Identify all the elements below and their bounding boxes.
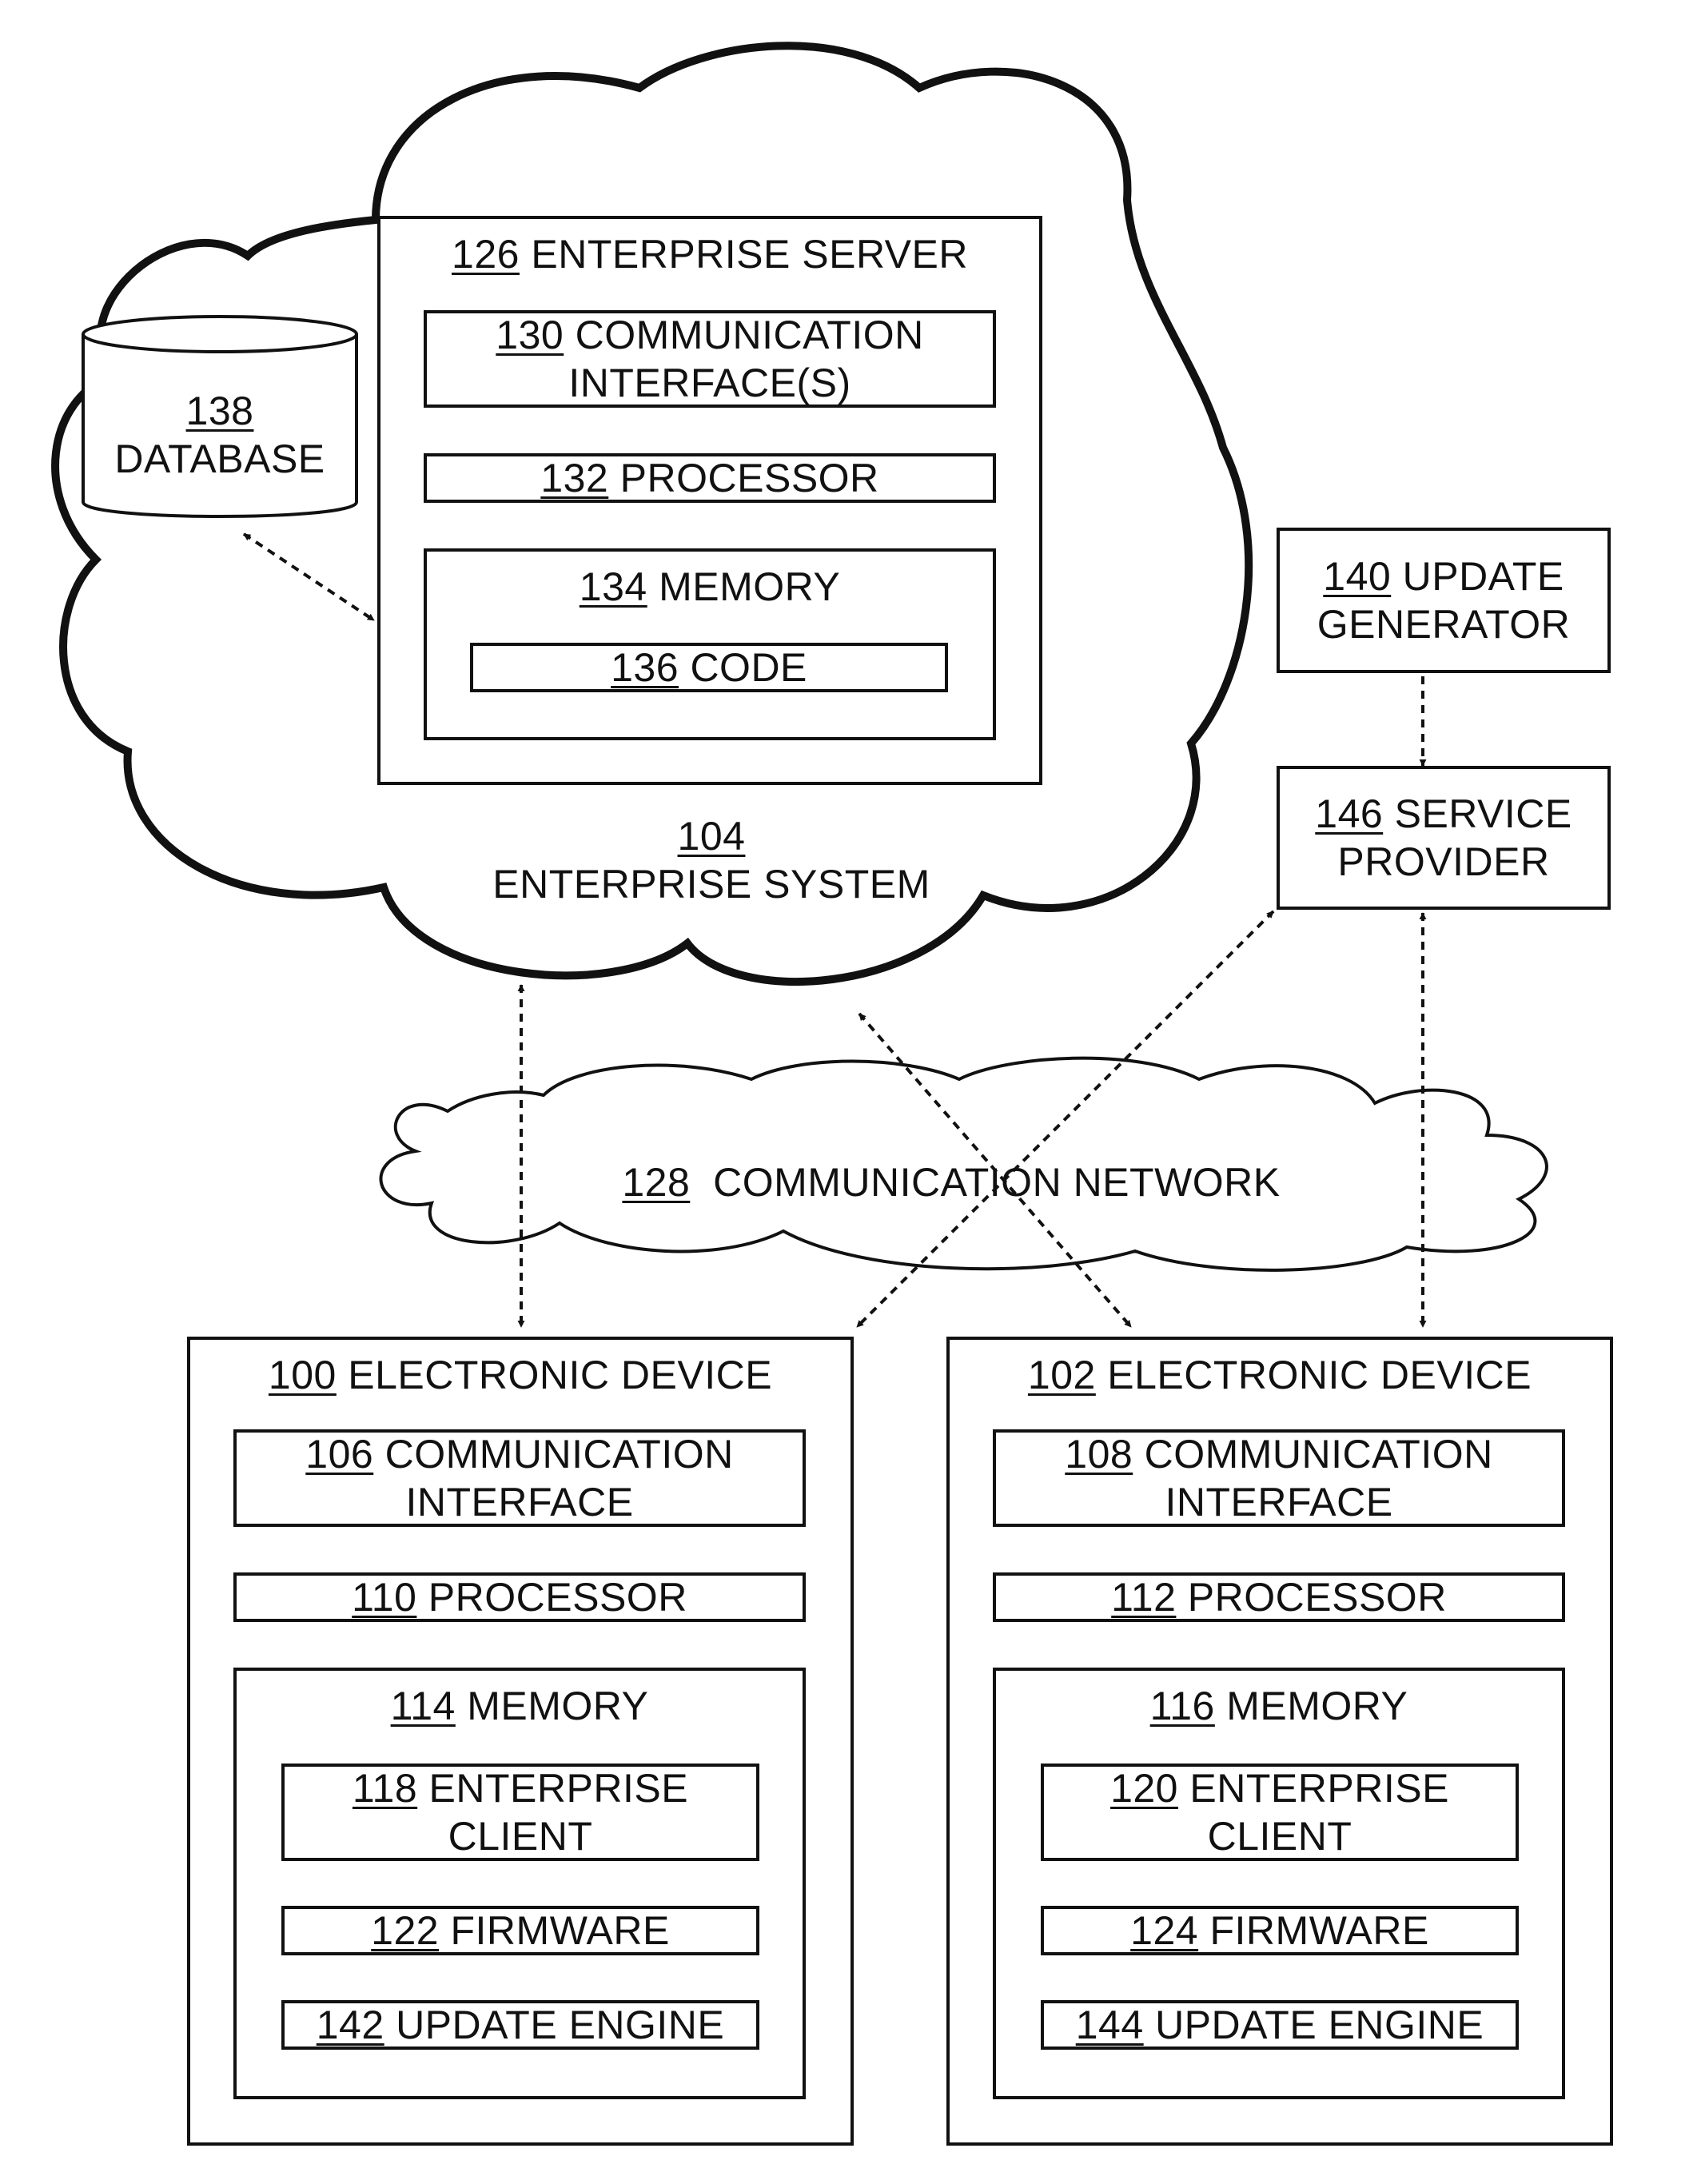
device-100-memory-title: 114 MEMORY	[237, 1682, 803, 1730]
arrow-database-server	[244, 534, 374, 620]
device-100-firmware-box: 122 FIRMWARE	[281, 1906, 759, 1955]
database-label: 138 DATABASE	[83, 387, 357, 483]
server-processor-box: 132 PROCESSOR	[424, 453, 996, 503]
device-102-title: 102 ELECTRONIC DEVICE	[950, 1351, 1610, 1399]
device-100-client-box: 118 ENTERPRISE CLIENT	[281, 1764, 759, 1861]
device-102-comm-interface-box: 108 COMMUNICATION INTERFACE	[993, 1429, 1565, 1527]
device-102-memory-title: 116 MEMORY	[996, 1682, 1562, 1730]
device-100-update-engine-box: 142 UPDATE ENGINE	[281, 2000, 759, 2050]
enterprise-system-label: 104 ENTERPRISE SYSTEM	[448, 812, 975, 908]
communication-network-label: 128 COMMUNICATION NETWORK	[592, 1158, 1311, 1206]
device-102-firmware-box: 124 FIRMWARE	[1041, 1906, 1519, 1955]
server-memory-title: 134 MEMORY	[427, 563, 993, 611]
device-100-title: 100 ELECTRONIC DEVICE	[190, 1351, 851, 1399]
server-code-box: 136 CODE	[470, 643, 948, 692]
database-number: 138	[186, 389, 254, 433]
device-102-update-engine-box: 144 UPDATE ENGINE	[1041, 2000, 1519, 2050]
device-102-processor-box: 112 PROCESSOR	[993, 1572, 1565, 1622]
update-generator-box: 140 UPDATE GENERATOR	[1277, 528, 1611, 673]
device-102-client-box: 120 ENTERPRISE CLIENT	[1041, 1764, 1519, 1861]
device-100-processor-box: 110 PROCESSOR	[233, 1572, 806, 1622]
device-100-comm-interface-box: 106 COMMUNICATION INTERFACE	[233, 1429, 806, 1527]
enterprise-server-title: 126 ENTERPRISE SERVER	[380, 230, 1039, 278]
server-comm-interface-box: 130 COMMUNICATION INTERFACE(S)	[424, 310, 996, 408]
service-provider-box: 146 SERVICE PROVIDER	[1277, 766, 1611, 910]
database-text: DATABASE	[83, 435, 357, 483]
